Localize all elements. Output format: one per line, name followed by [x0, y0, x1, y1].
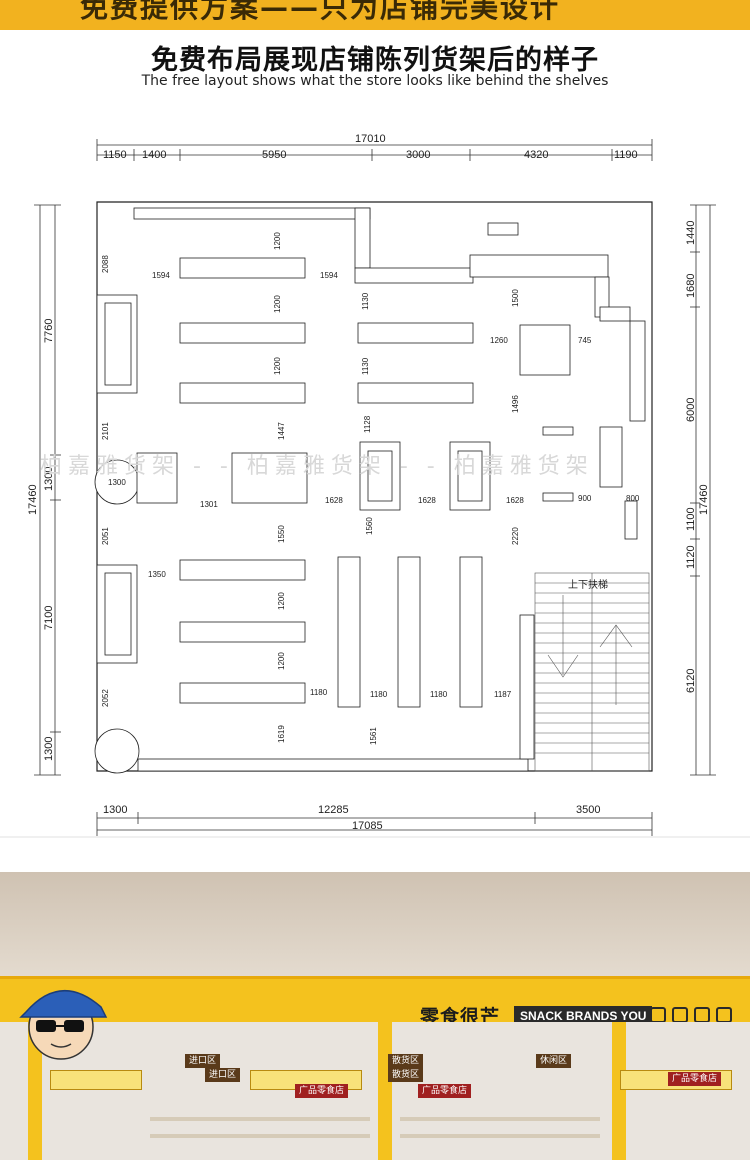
dim-left-2: 1300 — [43, 467, 55, 491]
floor-plan: 17010 1150 1400 5950 3000 4320 1190 1300… — [0, 95, 750, 840]
svg-text:1628: 1628 — [418, 496, 436, 505]
svg-text:1447: 1447 — [277, 422, 286, 440]
dim-left-3: 7100 — [43, 606, 55, 630]
brand-name-en: SNACK BRANDS YOU — [514, 1006, 653, 1026]
svg-text:2220: 2220 — [511, 527, 520, 545]
svg-text:1200: 1200 — [273, 357, 282, 375]
svg-text:1180: 1180 — [370, 690, 388, 699]
dim-right-2: 1680 — [685, 274, 697, 298]
svg-text:1300: 1300 — [108, 478, 126, 487]
svg-text:1128: 1128 — [363, 415, 372, 433]
inner-dimensions: 2088 1594 1200 1594 1130 1500 1200 1260 … — [101, 232, 640, 745]
dim-top-4: 3000 — [406, 149, 430, 161]
svg-text:900: 900 — [578, 494, 592, 503]
zone-sign: 进口区 — [205, 1068, 241, 1082]
svg-text:1187: 1187 — [494, 690, 512, 699]
svg-text:1619: 1619 — [277, 725, 286, 743]
zone-sign: 散货区 — [388, 1068, 424, 1082]
store-name-sign: 广品零食店 — [295, 1084, 349, 1098]
left-displays — [94, 294, 140, 774]
dim-top-2: 1400 — [142, 149, 166, 161]
dim-bottom-1: 1300 — [103, 804, 127, 816]
dim-top-3: 5950 — [262, 149, 286, 161]
wall-shelves — [133, 207, 646, 772]
svg-text:1200: 1200 — [277, 652, 286, 670]
shelf — [400, 1117, 600, 1121]
zone-sign: 散货区 — [388, 1054, 424, 1068]
storefront-sign — [0, 976, 750, 1025]
svg-text:1130: 1130 — [361, 357, 370, 375]
lightbox — [50, 1070, 142, 1090]
svg-text:1561: 1561 — [369, 727, 378, 745]
dim-left-total: 17460 — [27, 484, 39, 515]
shelf — [150, 1117, 370, 1121]
section-gap — [0, 840, 750, 872]
store-name-sign: 广品零食店 — [418, 1084, 472, 1098]
pillar-middle — [378, 1022, 392, 1160]
dim-left-1: 7760 — [43, 319, 55, 343]
pillar-right — [612, 1022, 626, 1160]
dim-bottom-3: 3500 — [576, 804, 600, 816]
dim-bottom-2: 12285 — [318, 804, 349, 816]
svg-text:1628: 1628 — [325, 496, 343, 505]
svg-text:1594: 1594 — [152, 271, 170, 280]
svg-text:1628: 1628 — [506, 496, 524, 505]
svg-text:1301: 1301 — [200, 500, 218, 509]
dim-top-1: 1150 — [103, 149, 127, 161]
svg-text:800: 800 — [626, 494, 640, 503]
svg-text:2052: 2052 — [101, 689, 110, 707]
dim-top-total: 17010 — [355, 133, 386, 145]
top-banner: 免费提供方案——只为店铺完美设计 — [0, 0, 750, 30]
shop-icon — [716, 1007, 732, 1023]
zone-sign: 休闲区 — [536, 1054, 572, 1068]
svg-text:1350: 1350 — [148, 570, 166, 579]
svg-text:1180: 1180 — [430, 690, 448, 699]
gondola-shelves — [136, 257, 574, 708]
banner-text: 免费提供方案——只为店铺完美设计 — [80, 0, 561, 24]
dim-right-5: 1120 — [685, 545, 697, 569]
page-title: 免费布局展现店铺陈列货架后的样子 — [151, 45, 599, 76]
svg-text:1550: 1550 — [277, 525, 286, 543]
dim-top-5: 4320 — [524, 149, 548, 161]
dim-left-4: 1300 — [43, 737, 55, 761]
escalator — [534, 572, 650, 772]
store-name-sign: 广品零食店 — [668, 1072, 722, 1086]
svg-text:1130: 1130 — [361, 292, 370, 310]
svg-text:1594: 1594 — [320, 271, 338, 280]
watermark: 柏嘉雅货架 - - 柏嘉雅货架 - - 柏嘉雅货架 — [40, 454, 594, 479]
svg-text:1560: 1560 — [365, 517, 374, 535]
dim-right-3: 6000 — [685, 398, 697, 422]
svg-text:1260: 1260 — [490, 336, 508, 345]
svg-text:1500: 1500 — [511, 289, 520, 307]
escalator-label: 上下扶梯 — [568, 578, 608, 591]
dim-right-1: 1440 — [685, 221, 697, 245]
cart-icon — [672, 1007, 688, 1023]
svg-text:1180: 1180 — [310, 688, 328, 697]
dim-right-6: 6120 — [685, 669, 697, 693]
svg-text:2088: 2088 — [101, 255, 110, 273]
svg-text:1200: 1200 — [273, 295, 282, 313]
shelf — [400, 1134, 600, 1138]
dim-right-4: 1100 — [685, 507, 697, 531]
shelf — [150, 1134, 370, 1138]
pillar-left — [28, 1022, 42, 1160]
gift-icon — [650, 1007, 666, 1023]
svg-text:745: 745 — [578, 336, 592, 345]
mascot-icon — [19, 990, 108, 1060]
svg-text:1200: 1200 — [273, 232, 282, 250]
ceiling — [0, 872, 750, 977]
page-subtitle: The free layout shows what the store loo… — [141, 73, 609, 89]
svg-text:1200: 1200 — [277, 592, 286, 610]
svg-text:1496: 1496 — [511, 395, 520, 413]
store-photo: 零食很芒 SNACK BRANDS YOU 进口区 进口区 散货区 散货区 休闲… — [0, 872, 750, 1160]
dim-bottom-total: 17085 — [352, 820, 383, 832]
svg-text:2051: 2051 — [101, 527, 110, 545]
dim-right-total: 17460 — [698, 484, 710, 515]
svg-text:2101: 2101 — [101, 422, 110, 440]
zone-sign: 进口区 — [185, 1054, 221, 1068]
dim-top-6: 1190 — [614, 149, 638, 161]
store-icon — [694, 1007, 710, 1023]
